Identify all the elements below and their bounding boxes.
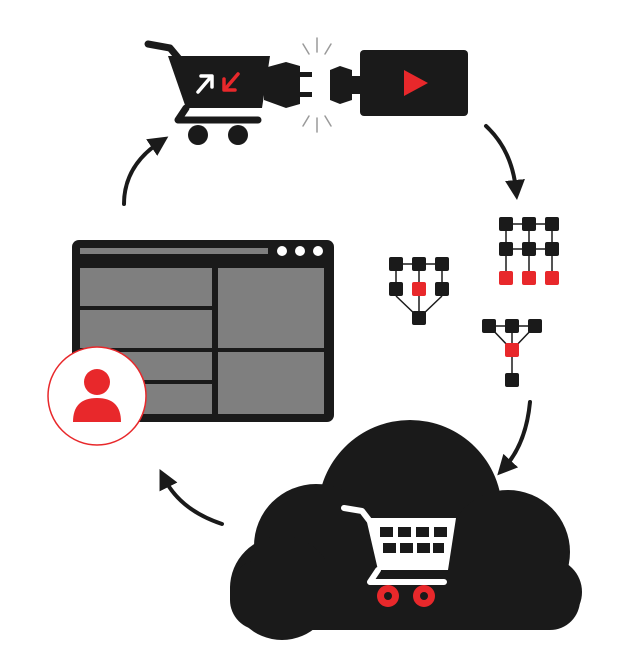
video-play-icon [360,50,468,116]
browser-panels [80,268,324,414]
arrow-trees-to-cloud [497,400,532,476]
arrow-video-to-trees [484,124,525,200]
tree-nodes [389,217,559,387]
shopping-cart-plug-icon [144,40,362,145]
cloud-shape [230,420,582,640]
cycle-arrows [122,124,532,526]
sync-arrows-icon [196,72,240,94]
spark-lines [302,37,332,133]
arrow-browser-to-cart [122,136,169,206]
user-avatar-icon [47,346,147,446]
cart-icon-white [341,505,456,607]
cloud-shopping-cart-icon [230,420,582,640]
arrow-cloud-to-browser [159,469,224,526]
